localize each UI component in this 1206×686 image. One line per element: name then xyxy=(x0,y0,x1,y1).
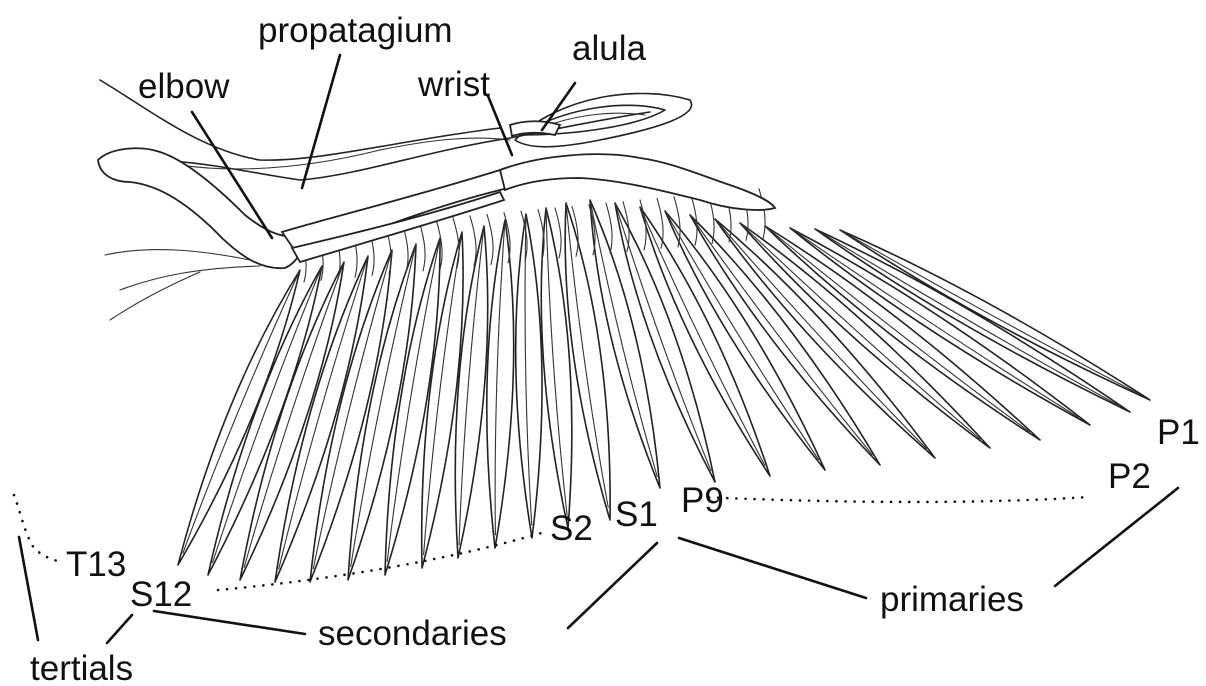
tertials-leader-right xyxy=(107,615,132,643)
tertials-label: tertials xyxy=(30,649,133,686)
primaries-label: primaries xyxy=(880,580,1024,619)
p9-label: P9 xyxy=(681,481,724,520)
primaries-leader-left xyxy=(679,538,866,598)
feather-outline xyxy=(178,270,300,565)
covert-feather xyxy=(538,210,544,260)
feather-shaft xyxy=(815,229,1117,405)
covert-feather xyxy=(470,216,476,266)
feather-shaft xyxy=(213,266,322,563)
primaries-dotted-line xyxy=(700,497,1090,502)
feather-outline xyxy=(740,223,990,448)
feather-shaft xyxy=(715,219,926,448)
secondaries-leader-right xyxy=(568,543,657,628)
covert-feather xyxy=(487,214,493,264)
feather-shaft xyxy=(351,244,416,567)
s1-label: S1 xyxy=(615,495,658,534)
feather-shaft xyxy=(244,262,344,567)
primaries-leader-right xyxy=(1055,488,1178,586)
feather-shaft xyxy=(566,203,608,507)
feather-outline xyxy=(840,230,1150,400)
feather-shaft xyxy=(525,214,532,525)
wrist-leader xyxy=(488,96,512,155)
s12-label: S12 xyxy=(130,575,192,614)
propatagium-label: propatagium xyxy=(258,11,453,50)
feather-outline xyxy=(590,200,660,488)
alula-label: alula xyxy=(572,29,646,68)
feather-shaft xyxy=(615,203,711,471)
feather-outline xyxy=(487,220,514,548)
s2-label: S2 xyxy=(550,509,593,548)
elbow-label: elbow xyxy=(138,67,230,106)
covert-feather xyxy=(657,198,663,248)
feather-outline xyxy=(348,244,416,580)
feather-outline xyxy=(385,238,440,575)
feather-outline xyxy=(541,208,572,528)
feather-outline xyxy=(516,214,542,538)
feather-outline xyxy=(690,215,880,465)
covert-feather xyxy=(419,221,425,271)
p2-label: P2 xyxy=(1108,457,1151,496)
wrist-label: wrist xyxy=(417,65,490,104)
t13-label: T13 xyxy=(66,545,126,584)
tertials-leader-up xyxy=(19,537,38,640)
p1-label: P1 xyxy=(1157,413,1200,452)
secondaries-label: secondaries xyxy=(318,614,507,653)
secondaries-leader-left xyxy=(154,611,305,634)
feather-shaft xyxy=(840,230,1138,393)
propatagium-leader xyxy=(302,55,340,188)
feather-shaft xyxy=(690,215,872,455)
